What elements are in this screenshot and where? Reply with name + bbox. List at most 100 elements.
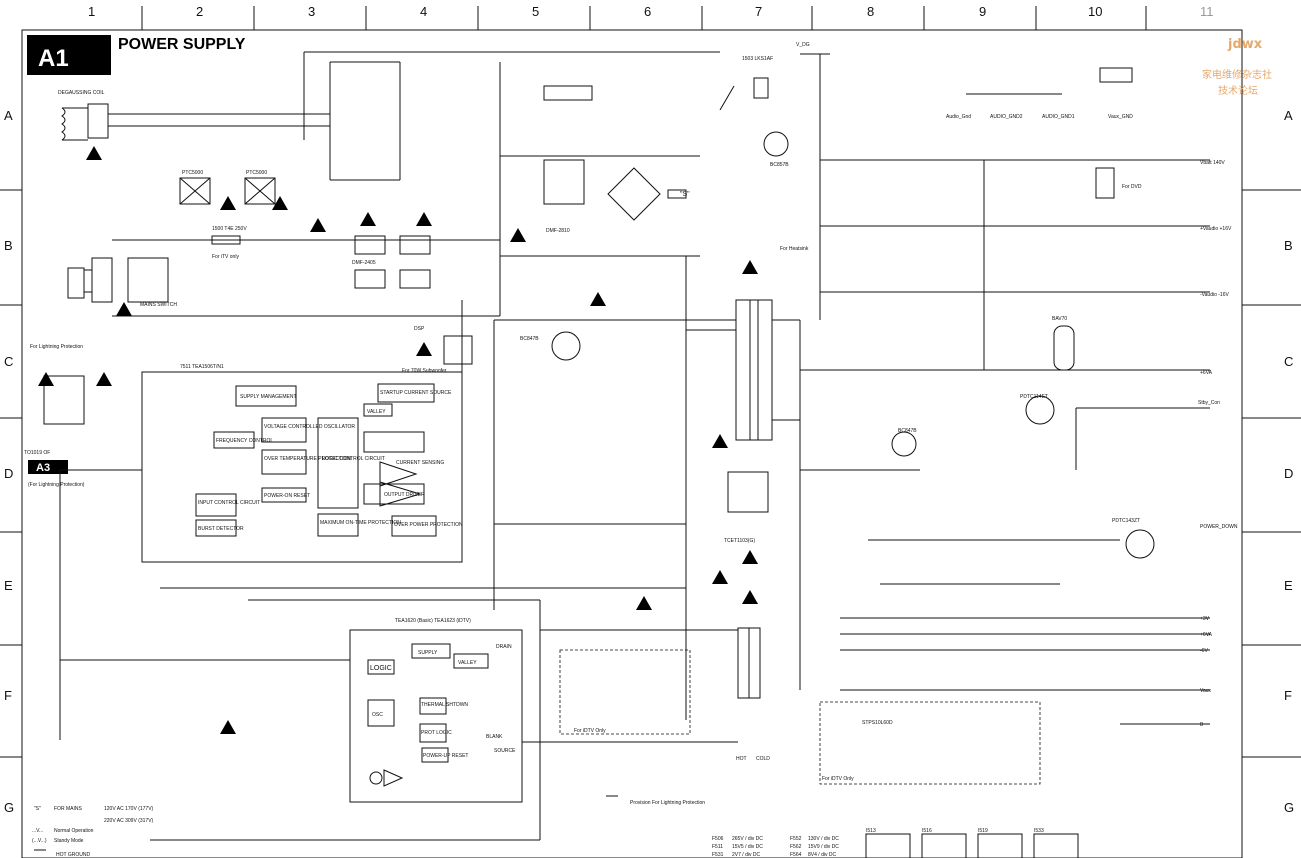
warning-icon [86, 146, 102, 160]
audio-gnd2-label: AUDIO_GND2 [990, 114, 1023, 120]
vt-cell: 15V5 / div DC [732, 844, 763, 850]
startup-cs-block: STARTUP CURRENT SOURCE [380, 390, 452, 396]
scope-thumb [977, 833, 1023, 858]
valley-block: VALLEY [367, 409, 386, 415]
ic-tea1620-outline [349, 629, 523, 803]
watermark-line2: 技术论坛 [1218, 84, 1258, 97]
supply-mgmt-block: SUPPLY MANAGEMENT [240, 394, 297, 400]
col-label: 2 [196, 4, 203, 19]
warning-icon [416, 212, 432, 226]
logic-ctrl-block: LOGIC CONTROL CIRCUIT [322, 456, 385, 462]
warning-icon [712, 570, 728, 584]
col-label: 4 [420, 4, 427, 19]
fuse-icon [211, 235, 241, 245]
valley-block-2: VALLEY [458, 660, 477, 666]
prot-logic-block: PROT LOGIC [421, 730, 452, 736]
subwoofer-connector [443, 335, 473, 365]
ic-bottom-label: TEA1620 (Basic) TEA1623 (iDTV) [395, 618, 471, 624]
bc857b-label: BC857B [770, 162, 789, 168]
row-ticks [0, 189, 1301, 758]
pdtc114-label: PDTC114ET [1020, 394, 1048, 400]
standby-transformer: HOT COLD [736, 627, 770, 762]
a3-text: A3 [36, 462, 50, 474]
vco-block: VOLTAGE CONTROLLED OSCILLATOR [264, 424, 355, 430]
vbatt-label: Vbatt 140V [1200, 160, 1225, 166]
scope-label: I533 [1034, 828, 1044, 834]
vt-cell: 265V / div DC [732, 836, 763, 842]
sheet-badge-text: A1 [38, 45, 69, 72]
mains-filter: DMF-2405 DSP For 70W Subwoofer [352, 235, 473, 374]
warning-icon [38, 372, 54, 386]
relay-coil [753, 77, 769, 99]
vt-cell: F531 [712, 852, 724, 858]
blank-label: BLANK [486, 734, 503, 740]
max-on-block: MAXIMUM ON-TIME PROTECTION [320, 520, 401, 526]
warning-icon [590, 292, 606, 306]
over-temp-block: OVER TEMPERATURE PROTECTION [264, 456, 351, 462]
diode-bav70 [1053, 325, 1075, 371]
col-label: 7 [755, 4, 762, 19]
legend-for-mains: FOR MAINS [54, 806, 82, 812]
warning-icon [96, 372, 112, 386]
bc847b-label-1: BC847B [520, 336, 539, 342]
fuse-label: 1500 T4E 250V [212, 226, 247, 232]
scope-label: I516 [922, 828, 932, 834]
degaussing-section: DEGAUSSING COIL [58, 90, 330, 141]
sheet-badge [27, 35, 111, 75]
row-label: A [4, 108, 13, 123]
b-out-label: B [1200, 722, 1204, 728]
bridge-rectifier: "S" DMF-2810 [543, 85, 690, 234]
transistor-7514: BC847B [520, 331, 581, 361]
mains-input: MAINS SWITCH [67, 239, 501, 317]
stby-con-label: Stby_Con [1198, 400, 1220, 406]
for-dvd-label: For DVD [1122, 184, 1142, 190]
column-labels: 1 2 3 4 5 6 7 8 9 10 11 [88, 4, 1214, 19]
scope-thumb [865, 833, 911, 858]
vt-cell: F506 [712, 836, 724, 842]
col-label: 5 [532, 4, 539, 19]
vt-cell: 8V4 / div DC [808, 852, 836, 858]
row-label: D [1284, 466, 1293, 481]
warning-icon [742, 590, 758, 604]
a3-badge [28, 460, 68, 474]
ic-top-label: 7511 TEA1506T/N1 [180, 364, 224, 370]
v-dg-label: V_DG [796, 42, 810, 48]
transistor-7574 [1025, 395, 1055, 425]
legend-mains-v1: 120V AC 170V (177V) [104, 806, 154, 812]
a3-note: (For Lightning Protection) [28, 482, 85, 488]
warning-icon [742, 550, 758, 564]
over-power-block: OVER POWER PROTECTION [394, 522, 463, 528]
legend-standby: Standy Mode [54, 838, 84, 844]
scope-thumbnails: I513 I516 I519 I533 [865, 828, 1079, 858]
v6va2-label: +6VA [1200, 632, 1213, 638]
warning-icon [510, 228, 526, 242]
mains-plug-icon [67, 267, 85, 299]
transistor-7541: BC857B [763, 131, 789, 168]
vaudio-pos-label: +Vaudio +16V [1200, 226, 1232, 232]
power-up-reset-block: POWER-UP RESET [423, 753, 468, 759]
idtv-label-1: For iDTV Only [574, 728, 606, 734]
column-ticks [141, 6, 1147, 30]
tcet-label: TCET1103(G) [724, 538, 755, 544]
ic-tea1506-outline [141, 371, 463, 563]
relay-1503: 1503 LKS1AF V_DG [719, 42, 810, 111]
provision-label: Provision For Lightning Protection [630, 800, 705, 806]
ptc-thermistors: PTC5000 PTC5000 1500 T4E 250V For iTV on… [179, 170, 276, 260]
ptc-icon [179, 177, 211, 205]
source-label: SOURCE [494, 748, 516, 754]
legend: "S" FOR MAINS 120V AC 170V (177V) 220V A… [32, 806, 154, 858]
freq-ctrl-block: FREQUENCY CONTROL [216, 438, 273, 444]
output-rails: Vbatt 140V +Vaudio +16V -Vaudio -16V +6V… [820, 159, 1238, 728]
v3-label: +3V [1200, 616, 1210, 622]
subwoofer-label: For 70W Subwoofer [402, 368, 447, 374]
row-label: E [4, 578, 13, 593]
col-label: 10 [1088, 4, 1102, 19]
warning-icon [220, 196, 236, 210]
row-label: B [4, 238, 13, 253]
col-label: 9 [979, 4, 986, 19]
pdtc143-label: PDTC143ZT [1112, 518, 1140, 524]
heatsink-label: For Heatsink [780, 246, 809, 252]
ic-tea1620: TEA1620 (Basic) TEA1623 (iDTV) SUPPLY VA… [349, 618, 523, 803]
vt-cell: F562 [790, 844, 802, 850]
